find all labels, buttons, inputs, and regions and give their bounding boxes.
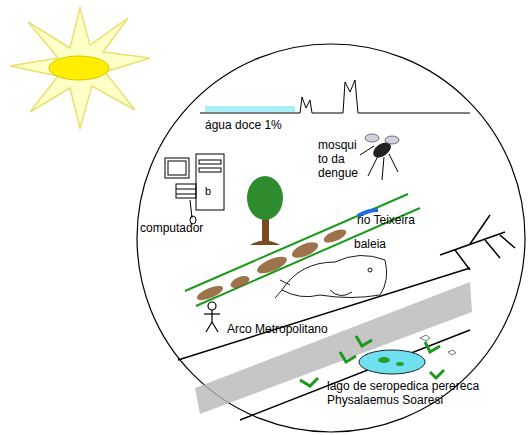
tree	[247, 176, 283, 245]
label: água doce 1%	[205, 118, 315, 132]
label: Arco Metropolitano	[227, 322, 367, 336]
sun	[10, 8, 150, 128]
label: rio Teixeira	[357, 213, 447, 227]
branches	[440, 215, 515, 270]
mosquito	[360, 134, 399, 180]
svg-text:b: b	[205, 185, 211, 197]
label: lago de seropedica perereca Physalaemus …	[327, 379, 492, 407]
green-arrows	[300, 336, 444, 386]
person	[204, 302, 220, 332]
computer: b	[165, 154, 224, 224]
world-circle	[137, 44, 525, 432]
label: computador	[140, 221, 230, 235]
small-frogs	[420, 335, 456, 355]
label: mosqui to da dengue	[318, 138, 364, 180]
pond	[359, 350, 425, 374]
label: baleia	[354, 237, 414, 251]
fresh-water	[200, 80, 470, 113]
whale	[275, 255, 387, 298]
rail-corridor	[185, 194, 420, 306]
